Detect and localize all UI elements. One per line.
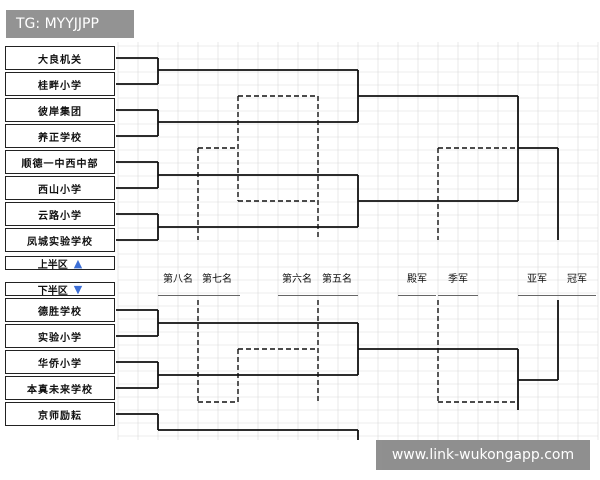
lower-half-label: 下半区 ▼	[5, 282, 115, 297]
team-cell: 西山小学	[5, 176, 115, 200]
rank-label: 殿军	[407, 274, 427, 285]
rank-label: 第六名	[282, 274, 312, 285]
rank-label: 亚军	[527, 274, 547, 285]
rank-underline	[398, 295, 436, 296]
site-watermark: www.link-wukongapp.com	[376, 440, 590, 470]
team-cell: 顺德一中西中部	[5, 150, 115, 174]
rank-underline	[318, 295, 358, 296]
team-cell: 彼岸集团	[5, 98, 115, 122]
rank-underline	[158, 295, 200, 296]
rank-underline	[200, 295, 240, 296]
team-cell: 养正学校	[5, 124, 115, 148]
rank-underline	[518, 295, 558, 296]
upper-half-text: 上半区	[37, 259, 68, 271]
team-cell: 实验小学	[5, 324, 115, 348]
down-arrow-icon: ▼	[73, 282, 83, 296]
rank-underline	[558, 295, 596, 296]
rank-label: 季军	[448, 274, 468, 285]
rank-label: 第五名	[322, 274, 352, 285]
upper-half-label: 上半区 ▲	[5, 256, 115, 271]
team-cell: 华侨小学	[5, 350, 115, 374]
team-cell: 京师励耘	[5, 402, 115, 426]
rank-underline	[278, 295, 318, 296]
team-cell: 德胜学校	[5, 298, 115, 322]
rank-label: 第七名	[202, 274, 232, 285]
team-cell: 桂畔小学	[5, 72, 115, 96]
lower-half-text: 下半区	[37, 285, 68, 297]
team-cell: 凤城实验学校	[5, 228, 115, 252]
overlay-tag: TG: MYYJJPP	[6, 10, 134, 38]
rank-label: 第八名	[163, 274, 193, 285]
rank-underline	[438, 295, 478, 296]
team-cell: 本真未来学校	[5, 376, 115, 400]
team-cell: 云路小学	[5, 202, 115, 226]
rank-label: 冠军	[567, 274, 587, 285]
team-cell: 大良机关	[5, 46, 115, 70]
up-arrow-icon: ▲	[73, 256, 83, 270]
